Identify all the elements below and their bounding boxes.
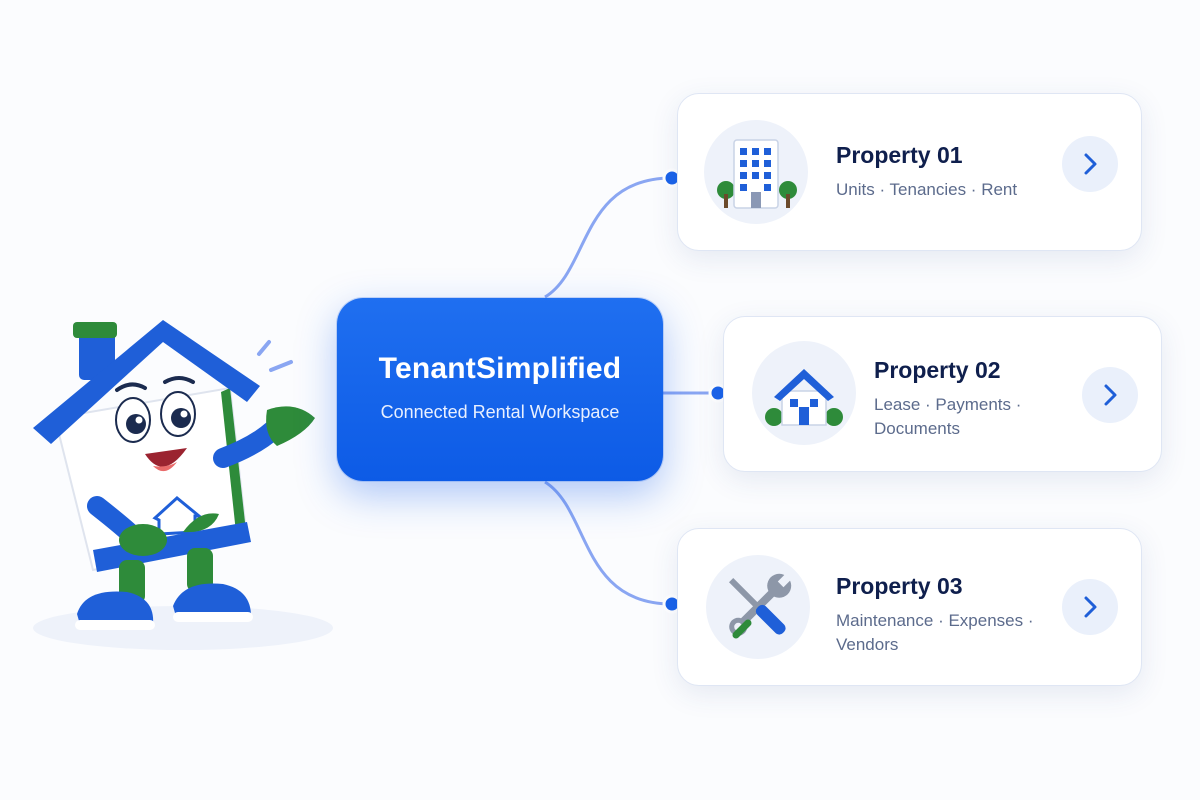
chevron-right-icon [1084,596,1097,618]
connector-line-property-03 [544,480,673,606]
house-icon [752,341,856,445]
property-title: Property 01 [836,142,963,168]
property-card-02[interactable]: Property 02 Lease · Payments · Documents [723,316,1162,472]
property-card-03[interactable]: Property 03 Maintenance · Expenses · Ven… [677,528,1142,686]
hub-subtitle: Connected Rental Workspace [380,402,620,422]
open-property-button[interactable] [1082,367,1138,423]
open-property-button[interactable] [1062,136,1118,192]
office-building-icon [704,120,808,224]
house-mascot [33,320,333,650]
chevron-right-icon [1084,153,1097,175]
chevron-right-icon [1104,384,1117,406]
connector-line-property-01 [544,176,673,299]
property-description: Units · Tenancies · Rent [836,180,1018,199]
property-card-01[interactable]: Property 01 Units · Tenancies · Rent [677,93,1142,251]
hub-title: TenantSimplified [378,352,622,385]
hub-card[interactable]: TenantSimplified Connected Rental Worksp… [337,298,663,481]
wrench-screwdriver-icon [706,555,810,659]
open-property-button[interactable] [1062,579,1118,635]
property-title: Property 02 [874,357,1001,383]
property-description: Lease · Payments · Documents [874,395,1022,438]
property-title: Property 03 [836,573,963,599]
property-description: Maintenance · Expenses · Vendors [836,611,1034,654]
